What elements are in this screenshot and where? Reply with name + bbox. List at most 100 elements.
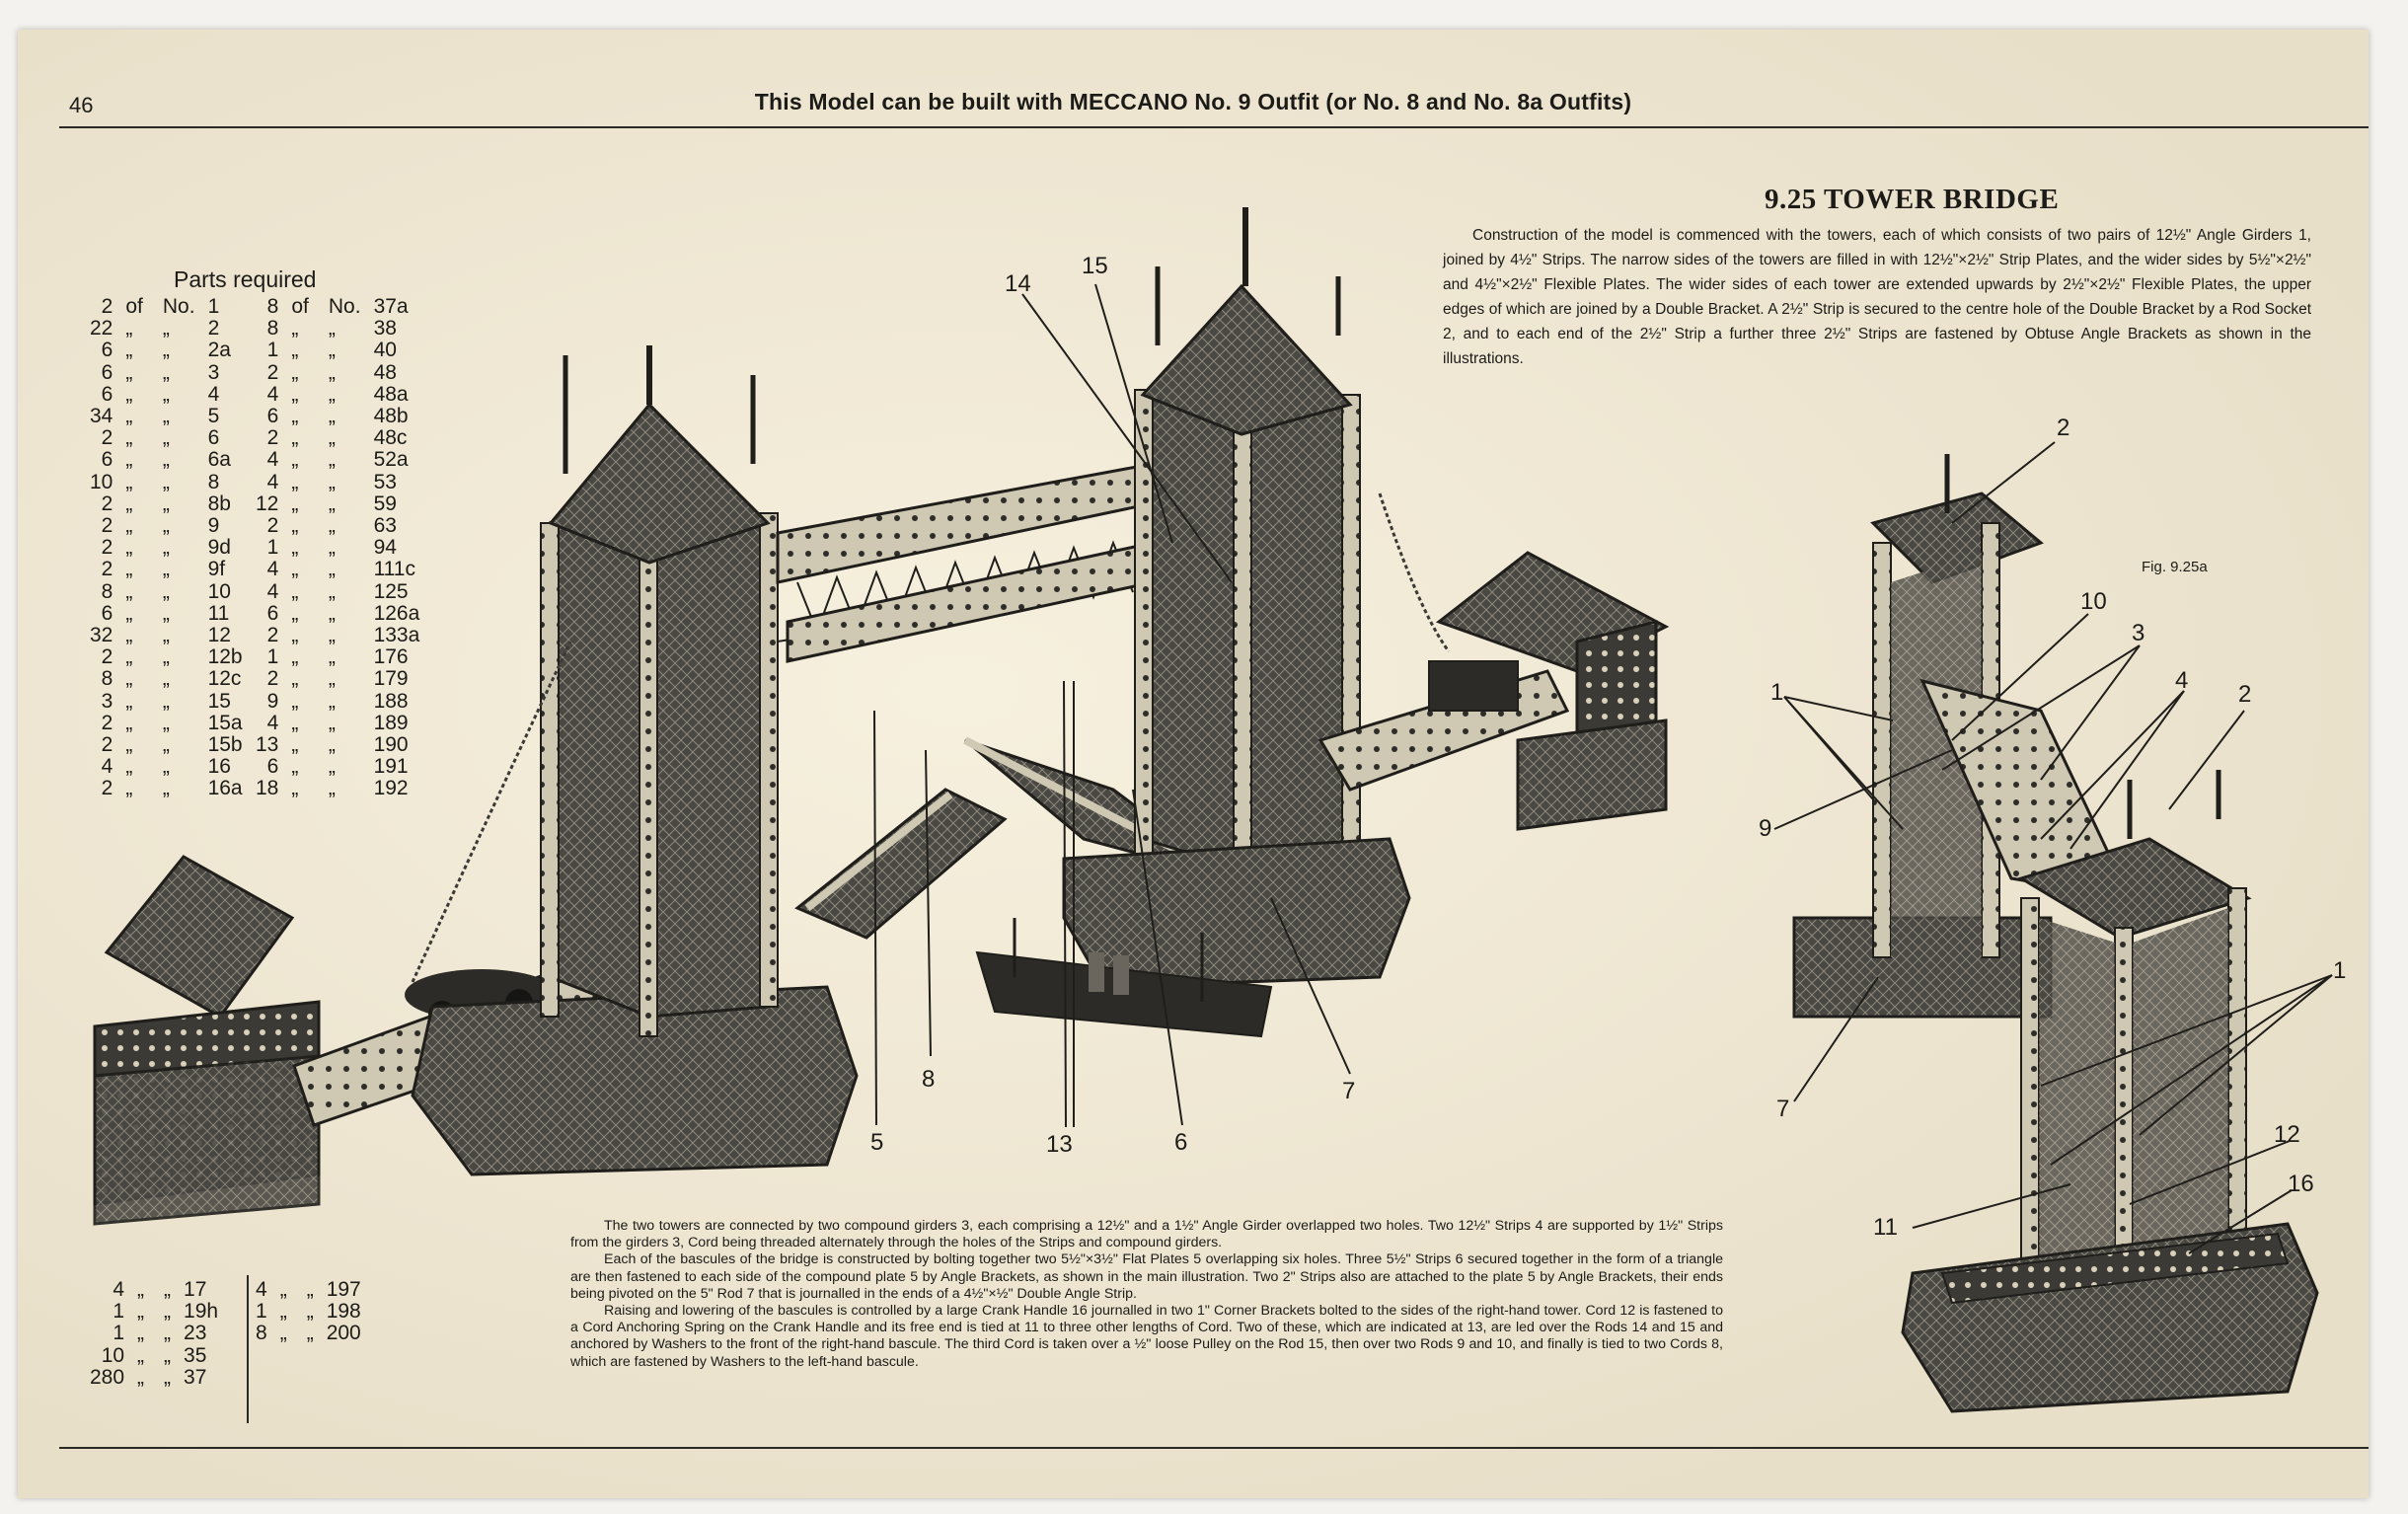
figure-label: Fig. 9.25a xyxy=(2142,559,2208,575)
parts-no: „ xyxy=(164,1365,172,1389)
parts-part: 12b xyxy=(207,645,243,669)
parts-row: 4„„52a xyxy=(253,449,422,471)
parts-of: „ xyxy=(291,382,299,406)
parts-no: „ xyxy=(328,536,336,560)
callout-8: 8 xyxy=(922,1066,936,1093)
parts-no: „ xyxy=(162,689,170,713)
parts-row: 1„„19h xyxy=(87,1301,221,1323)
parts-part: 12c xyxy=(207,667,242,691)
parts-no: „ xyxy=(162,470,170,493)
parts-row: 2„„63 xyxy=(253,514,422,537)
parts-part: 94 xyxy=(373,536,397,560)
parts-no: „ xyxy=(328,755,336,779)
parts-qty: 2 xyxy=(101,777,113,800)
parts-row: 6„„3 xyxy=(87,360,246,384)
parts-row: 2„„16a xyxy=(87,778,246,799)
parts-part: 48a xyxy=(373,382,409,406)
parts-no: „ xyxy=(328,667,336,691)
parts-qty: 8 xyxy=(101,579,113,603)
parts-row: 6„„11 xyxy=(87,601,246,625)
parts-of: „ xyxy=(291,777,299,800)
parts-qty: 22 xyxy=(90,317,113,341)
parts-row: 1„„176 xyxy=(253,646,422,668)
construction-text: Construction of the model is commenced w… xyxy=(1443,227,2311,367)
fig-callout-7: 7 xyxy=(1776,1096,1790,1122)
parts-no: „ xyxy=(306,1322,314,1345)
parts-row: 10„„35 xyxy=(87,1343,221,1367)
parts-no: „ xyxy=(164,1278,172,1301)
parts-of: „ xyxy=(291,405,299,428)
fig-callout-10: 10 xyxy=(2080,588,2107,615)
parts-qty: 6 xyxy=(101,448,113,472)
parts-of: „ xyxy=(291,426,299,450)
fig-callout-16: 16 xyxy=(2288,1171,2314,1197)
parts-qty: 2 xyxy=(101,711,113,734)
parts-row: 10„„8 xyxy=(87,470,246,493)
parts-part: 59 xyxy=(373,492,397,515)
parts-of: „ xyxy=(291,339,299,362)
parts-no: „ xyxy=(162,492,170,515)
parts-of: „ xyxy=(279,1322,287,1345)
parts-part: 9 xyxy=(207,514,220,538)
parts-no: „ xyxy=(162,426,170,450)
parts-of: „ xyxy=(125,448,133,472)
parts-qty: 10 xyxy=(101,1343,125,1367)
parts-qty: 4 xyxy=(266,470,279,493)
parts-row: 2„„48c xyxy=(253,427,422,449)
parts-part: 192 xyxy=(373,777,409,800)
parts-of: „ xyxy=(291,492,299,515)
parts-part: 35 xyxy=(184,1343,207,1367)
parts-no: „ xyxy=(328,777,336,800)
parts-qty: 6 xyxy=(101,601,113,625)
parts-part: 19h xyxy=(184,1300,219,1324)
parts-part: 188 xyxy=(373,689,409,713)
walkway-girders xyxy=(776,462,1155,663)
parts-row: 2„„48 xyxy=(253,360,422,384)
callout-5: 5 xyxy=(870,1129,884,1156)
parts-row: 4„„197 xyxy=(253,1278,364,1301)
parts-no: „ xyxy=(162,667,170,691)
parts-part: 125 xyxy=(373,579,409,603)
parts-of: „ xyxy=(291,733,299,757)
parts-part: 126a xyxy=(373,601,420,625)
parts-qty: 280 xyxy=(90,1365,125,1389)
parts-no: „ xyxy=(162,317,170,341)
parts-row: 8„„12c xyxy=(87,668,246,690)
parts-qty: 4 xyxy=(266,448,279,472)
parts-of: „ xyxy=(125,382,133,406)
parts-qty: 1 xyxy=(113,1300,125,1324)
parts-row: 2„„15b xyxy=(87,733,246,757)
parts-qty: 8 xyxy=(101,667,113,691)
parts-part: 37a xyxy=(373,295,409,318)
parts-qty: 2 xyxy=(101,514,113,538)
parts-part: 6a xyxy=(207,448,231,472)
parts-no: „ xyxy=(162,558,170,581)
right-cabin xyxy=(1435,551,1670,831)
parts-part: 6 xyxy=(207,426,220,450)
parts-part: 191 xyxy=(373,755,409,779)
parts-no: „ xyxy=(162,360,170,384)
parts-of: „ xyxy=(291,317,299,341)
page-number: 46 xyxy=(69,93,94,117)
parts-of: „ xyxy=(125,624,133,647)
parts-no: „ xyxy=(162,339,170,362)
parts-part: 48 xyxy=(373,360,397,384)
parts-row: 2„„12b xyxy=(87,646,246,668)
parts-qty: 32 xyxy=(90,624,113,647)
parts-row: 2„„133a xyxy=(253,624,422,646)
parts-of: „ xyxy=(125,317,133,341)
parts-of: „ xyxy=(125,405,133,428)
parts-qty: 2 xyxy=(266,426,279,450)
parts-title: Parts required xyxy=(174,266,317,292)
parts-part: 52a xyxy=(373,448,409,472)
parts-row: 1„„198 xyxy=(253,1301,364,1323)
parts-part: 3 xyxy=(207,360,220,384)
parts-qty: 1 xyxy=(256,1300,267,1324)
parts-of: of xyxy=(291,295,309,318)
parts-row: 3„„15 xyxy=(87,689,246,713)
parts-qty: 2 xyxy=(101,733,113,757)
parts-row: 18„„192 xyxy=(253,778,422,799)
parts-of: „ xyxy=(291,667,299,691)
parts-no: „ xyxy=(162,777,170,800)
